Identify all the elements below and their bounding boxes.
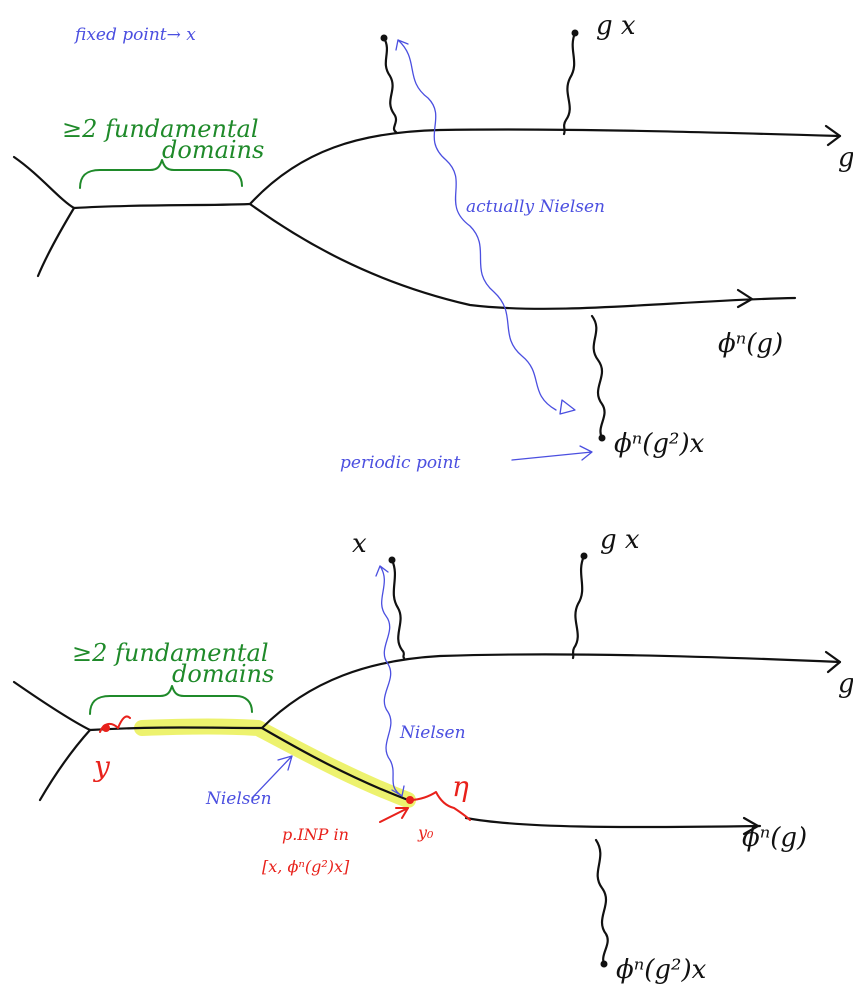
top-fundamental-label-2: domains: [162, 136, 264, 164]
top-axis-g: [248, 128, 842, 206]
bottom-wiggle-periodic: [594, 838, 609, 966]
bottom-nielsen-arrow-end: [391, 785, 405, 797]
bottom-phi-g2x-label: ϕⁿ(g²)x: [616, 955, 707, 985]
top-left-branch-lower: [36, 206, 76, 278]
bottom-g-label: g: [838, 669, 853, 699]
bottom-nielsen-left-label: Nielsen: [205, 789, 272, 809]
bottom-gx-dot: [580, 552, 588, 560]
bottom-left-branch-lower: [38, 728, 92, 802]
bottom-highlight: [134, 718, 416, 808]
top-fundamental-label-1: ≥2 fundamental: [62, 115, 259, 143]
top-axis-g-arrow: [824, 124, 842, 147]
top-periodic-point-label: periodic point: [340, 453, 460, 473]
bottom-y-bracket: [99, 715, 131, 733]
bottom-axis-phi-part1: [260, 726, 410, 802]
bottom-pinp-label-1: p.INP in: [282, 825, 349, 844]
bottom-y-label: y: [92, 750, 111, 783]
bottom-diagram: y η y₀ p.INP in [x, ϕⁿ(g²)x] ≥2 fundamen…: [12, 525, 853, 985]
top-wiggle-x: [382, 36, 398, 134]
top-periodic-point-dot: [598, 434, 606, 442]
top-wiggle-periodic: [590, 314, 606, 440]
top-fixed-point-dot: [380, 34, 388, 42]
bottom-gx-label: g x: [600, 525, 640, 555]
top-actually-nielsen-label: actually Nielsen: [466, 197, 605, 217]
bottom-main-segment: [88, 726, 264, 732]
bottom-axis-g: [260, 653, 842, 730]
bottom-eta-label: η: [452, 770, 469, 803]
top-main-segment: [72, 202, 252, 210]
top-fixed-point-label: fixed point→ x: [73, 25, 196, 45]
top-nielsen-wiggle: [397, 39, 557, 411]
bottom-x-label: x: [352, 529, 367, 559]
top-axis-phi: [248, 202, 797, 310]
bottom-wiggle-x: [390, 558, 406, 660]
top-nielsen-arrow-start: [395, 39, 409, 51]
top-periodic-arrow: [511, 445, 593, 461]
bottom-nielsen-wiggle: [379, 565, 403, 797]
bottom-axis-g-arrow: [824, 650, 842, 674]
bottom-y0-label: y₀: [417, 823, 434, 842]
top-left-branch-upper: [12, 155, 76, 210]
bottom-nielsen-left-arrow: [251, 755, 293, 799]
bottom-nielsen-right-label: Nielsen: [399, 723, 466, 743]
bottom-wiggle-gx: [571, 554, 586, 660]
bottom-pinp-arrow: [379, 807, 409, 823]
bottom-fundamental-label-2: domains: [172, 660, 274, 688]
bottom-x-dot: [388, 556, 396, 564]
top-gx-label: g x: [596, 11, 636, 41]
top-phi-g-label: ϕⁿ(g): [718, 329, 783, 359]
bottom-axis-phi-part2: [464, 816, 762, 829]
bottom-periodic-dot: [600, 960, 608, 968]
top-g-label: g: [838, 143, 853, 173]
bottom-phi-g-label: ϕⁿ(g): [742, 823, 807, 853]
bottom-fundamental-brace: [89, 685, 253, 715]
top-gx-dot: [571, 29, 579, 37]
bottom-axis-phi-arrow: [742, 816, 760, 836]
top-nielsen-arrow-end: [559, 399, 576, 415]
top-phi-g2x-label: ϕⁿ(g²)x: [614, 429, 705, 459]
bottom-nielsen-arrow-start: [375, 565, 389, 577]
bottom-eta-bracket: [409, 791, 471, 821]
top-wiggle-gx: [562, 31, 577, 136]
top-fundamental-brace: [79, 159, 243, 189]
bottom-fundamental-label-1: ≥2 fundamental: [72, 639, 269, 667]
top-diagram: ≥2 fundamental domains fixed point→ x ac…: [12, 11, 853, 473]
bottom-pinp-label-2: [x, ϕⁿ(g²)x]: [262, 857, 350, 876]
bottom-left-branch-upper: [12, 680, 92, 732]
top-axis-phi-arrow: [736, 288, 754, 309]
